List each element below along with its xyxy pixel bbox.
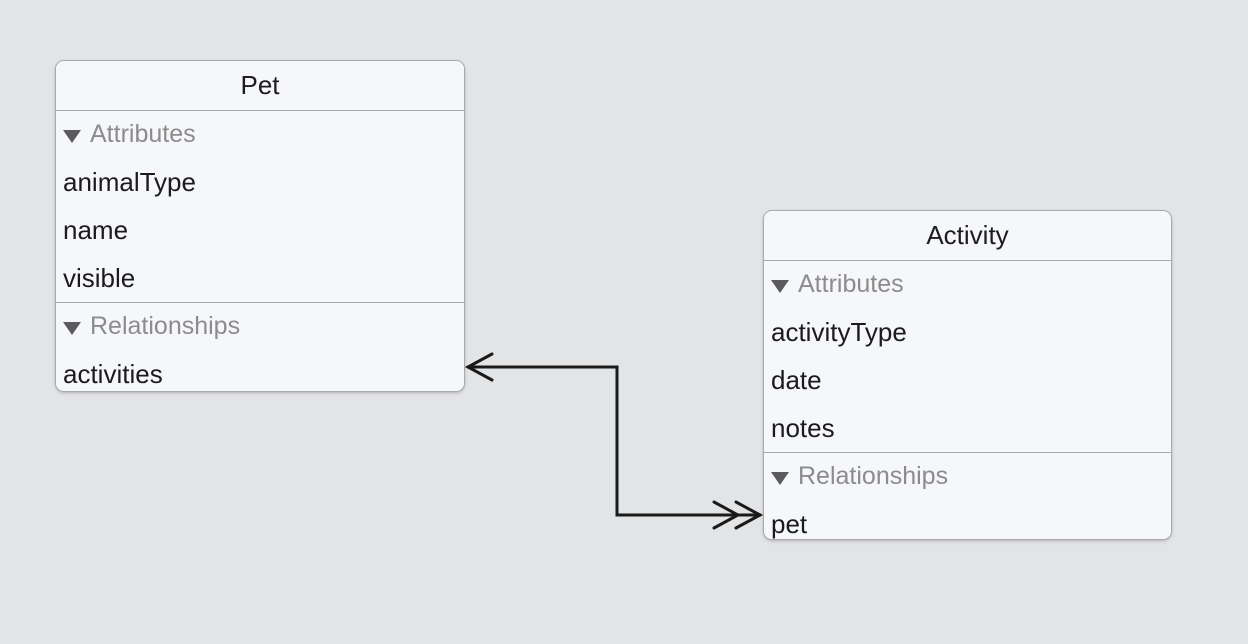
entity-title-pet[interactable]: Pet [56, 61, 464, 111]
attribute-row[interactable]: activityType [771, 317, 907, 347]
section-header-attributes-pet[interactable]: Attributes [56, 111, 464, 158]
section-header-attributes-activity[interactable]: Attributes [764, 261, 1171, 308]
section-relationships-pet: Relationships activities [56, 302, 464, 391]
relationship-row[interactable]: pet [771, 509, 808, 539]
section-relationships-activity: Relationships pet [764, 452, 1171, 539]
entity-box-activity[interactable]: Activity Attributes activityType date no… [763, 210, 1172, 540]
to-many-arrowhead-inner-icon [712, 500, 742, 530]
section-header-label: Attributes [798, 270, 904, 298]
section-header-label: Relationships [90, 312, 241, 340]
section-header-relationships-activity[interactable]: Relationships [764, 453, 1171, 500]
to-one-arrowhead-icon [464, 352, 494, 382]
attribute-row[interactable]: date [771, 365, 822, 395]
attribute-row[interactable]: notes [771, 413, 835, 443]
entity-box-pet[interactable]: Pet Attributes animalType name visible R… [55, 60, 465, 392]
relationship-connector-line[interactable] [467, 365, 761, 517]
section-header-label: Attributes [90, 120, 196, 148]
disclosure-triangle-down-icon[interactable] [63, 129, 81, 143]
relationship-row[interactable]: activities [63, 359, 163, 389]
section-attributes-pet: Attributes animalType name visible [56, 111, 464, 302]
section-header-label: Relationships [798, 462, 949, 490]
attribute-row[interactable]: name [63, 215, 129, 245]
disclosure-triangle-down-icon[interactable] [63, 321, 81, 335]
attribute-row[interactable]: animalType [63, 167, 196, 197]
disclosure-triangle-down-icon[interactable] [771, 279, 789, 293]
to-many-arrowhead-outer-icon [734, 500, 764, 530]
attribute-row[interactable]: visible [63, 263, 136, 293]
section-attributes-activity: Attributes activityType date notes [764, 261, 1171, 452]
entity-body-activity: Attributes activityType date notes Relat… [764, 261, 1171, 539]
disclosure-triangle-down-icon[interactable] [771, 471, 789, 485]
entity-body-pet: Attributes animalType name visible Relat… [56, 111, 464, 391]
entity-title-activity[interactable]: Activity [764, 211, 1171, 261]
section-header-relationships-pet[interactable]: Relationships [56, 303, 464, 350]
